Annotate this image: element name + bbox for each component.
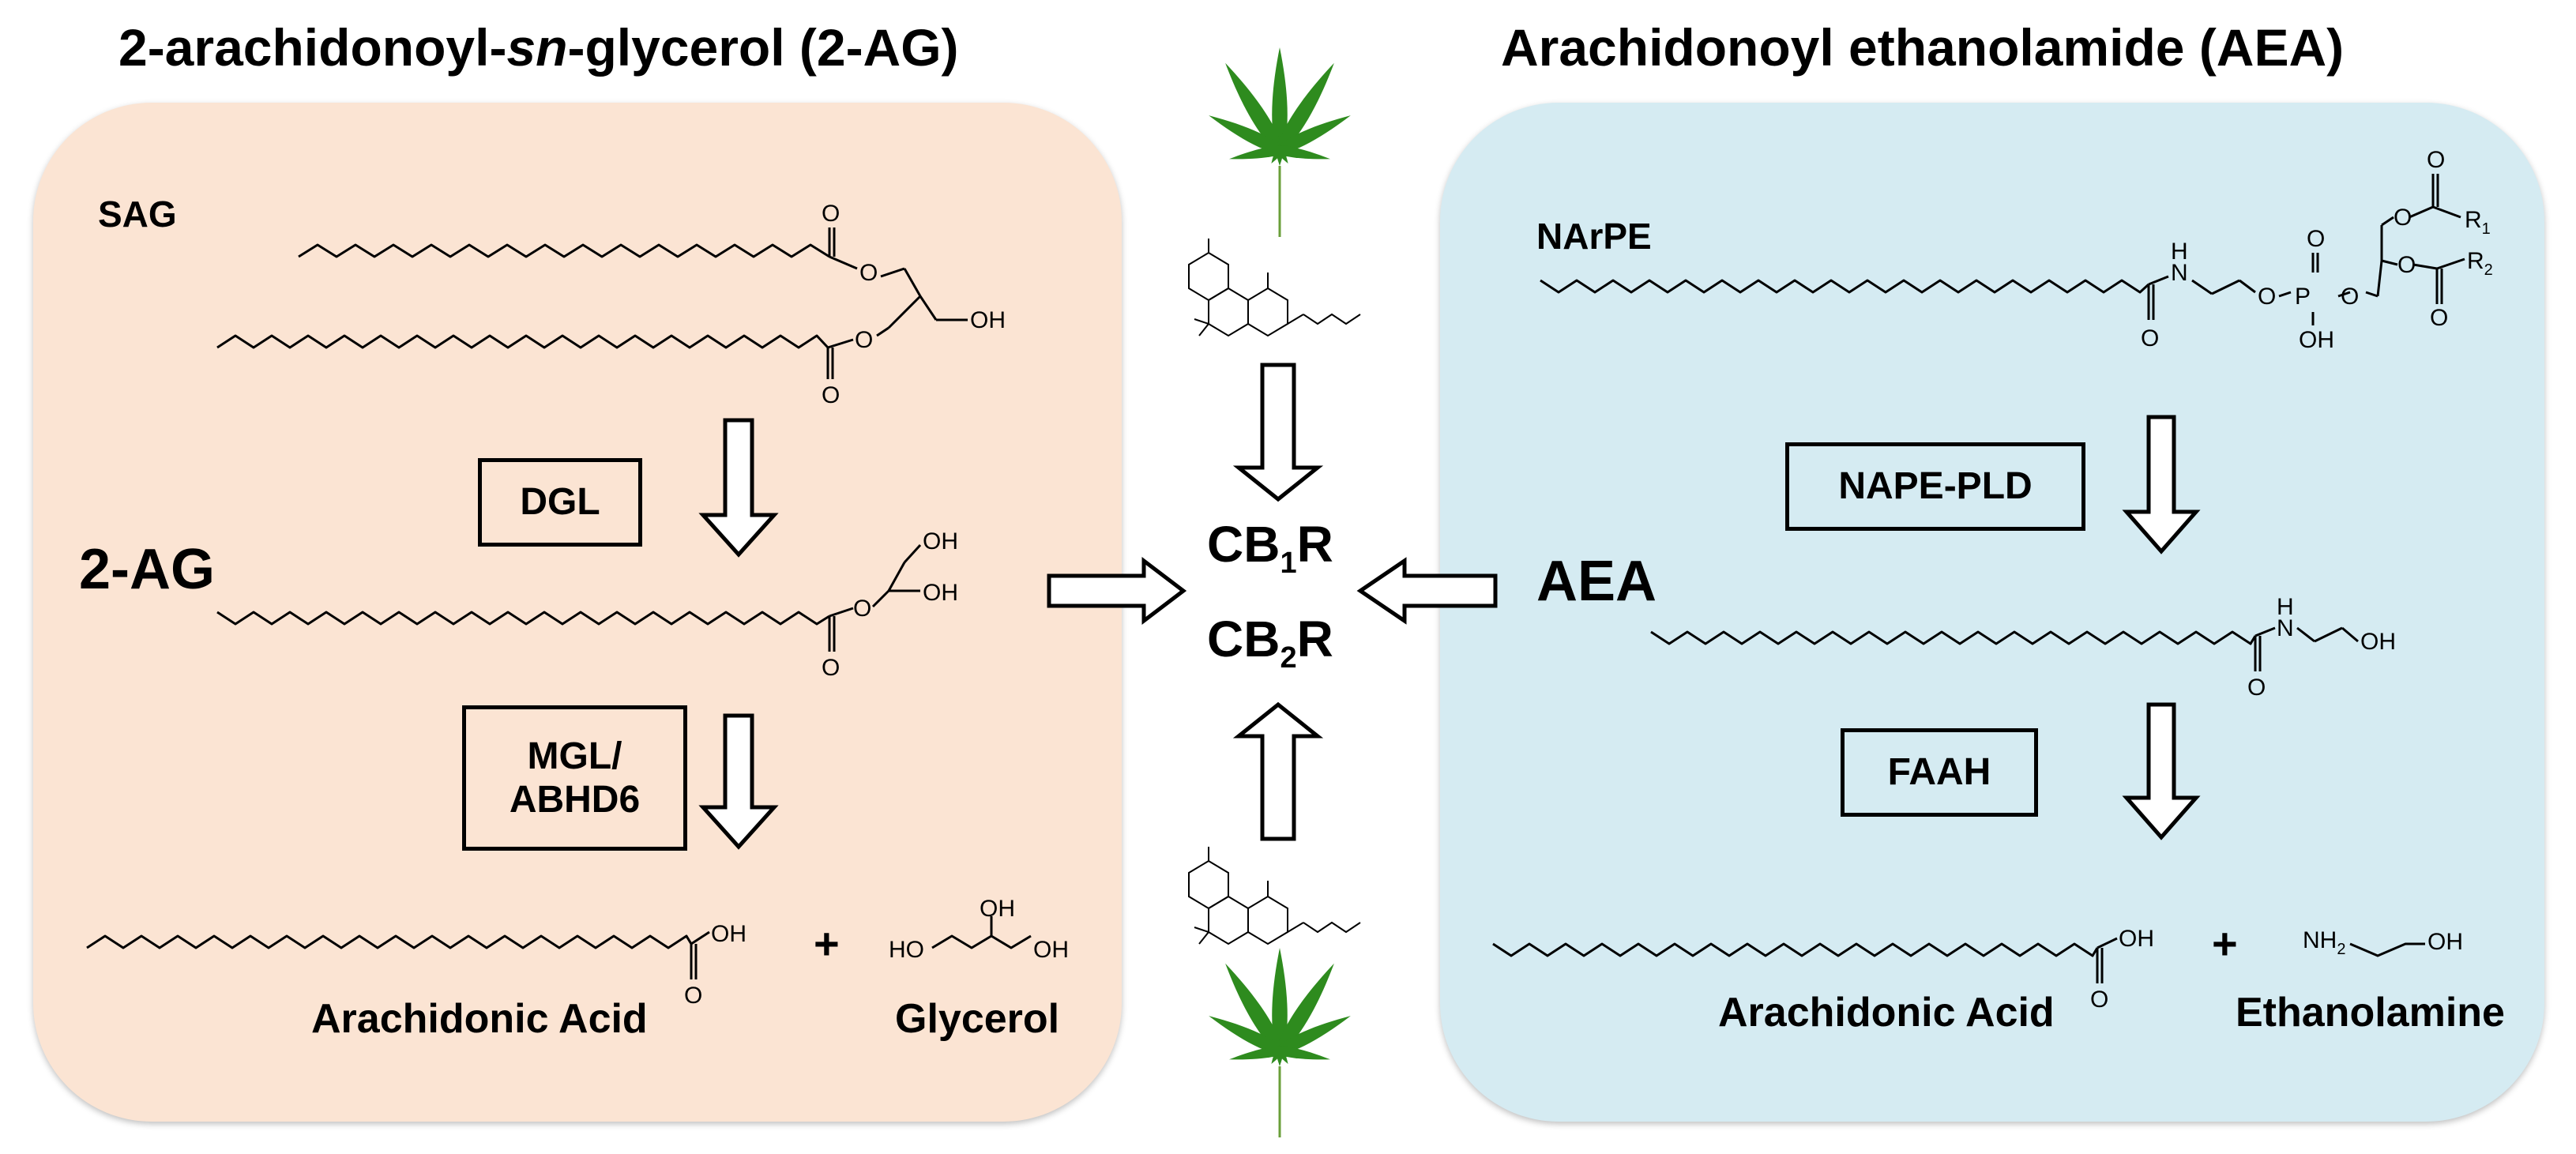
sag-arachidonoyl-chain <box>216 334 829 349</box>
title-2ag-suffix: -glycerol (2-AG) <box>567 18 959 77</box>
oh-label: OH <box>2360 629 2396 655</box>
o-label: O <box>2307 226 2325 252</box>
cb2-sub: 2 <box>1280 641 1297 675</box>
o-label: O <box>2090 987 2108 1013</box>
o-label: O <box>2394 205 2412 231</box>
r1-letter: R <box>2465 207 2482 233</box>
oh-label: OH <box>2119 926 2154 952</box>
nape-pld-label: NAPE-PLD <box>1838 465 2033 508</box>
n-label: N <box>2277 615 2294 641</box>
sag-label: SAG <box>98 194 177 235</box>
cb2-suffix: R <box>1296 611 1333 667</box>
o-label: O <box>2258 284 2276 310</box>
glycerol-label: Glycerol <box>895 996 1060 1042</box>
r1-sub: 1 <box>2482 220 2491 238</box>
2ag-chain <box>216 611 830 626</box>
faah-label: FAAH <box>1887 751 1991 794</box>
oh-label: OH <box>970 307 1006 333</box>
cb1-prefix: CB <box>1207 516 1280 573</box>
cannabis-leaf-icon-bottom <box>1204 946 1356 1139</box>
o-label: O <box>855 327 873 353</box>
dgl-enzyme-box: DGL <box>478 458 642 547</box>
oh-label: OH <box>2427 929 2463 955</box>
h-label: H <box>2277 594 2294 620</box>
nh2-sub: 2 <box>2337 941 2345 958</box>
narpe-chain <box>1540 279 2150 294</box>
nh2-letters: NH <box>2303 927 2337 953</box>
oh-label: OH <box>923 580 958 606</box>
title-2ag-prefix: 2-arachidonoyl- <box>118 18 507 77</box>
ethanolamine-label: Ethanolamine <box>2236 990 2505 1036</box>
right-arrow-icon-2ag <box>1047 556 1187 626</box>
sag-stearoyl-chain <box>298 243 830 258</box>
o-label: O <box>822 655 840 681</box>
n-label: N <box>2171 260 2188 286</box>
o-label: O <box>2430 305 2448 331</box>
aea-chain <box>1650 630 2257 645</box>
faah-enzyme-box: FAAH <box>1841 728 2038 817</box>
cb2r-label: CB2R <box>1207 610 1333 675</box>
up-arrow-icon-thc <box>1232 701 1324 841</box>
oh-label: OH <box>980 896 1015 922</box>
oh-label: OH <box>2299 327 2334 353</box>
heteroatom-labels: O O OH O O OH OH O O OH O HO OH OH N H O… <box>684 147 2493 1013</box>
title-2ag: 2-arachidonoyl-sn-glycerol (2-AG) <box>118 17 959 77</box>
title-aea: Arachidonoyl ethanolamide (AEA) <box>1501 18 2345 77</box>
oh-label: OH <box>1033 937 1069 963</box>
cb1r-label: CB1R <box>1207 515 1333 581</box>
cb2-prefix: CB <box>1207 611 1280 667</box>
narpe-label: NArPE <box>1536 216 1652 257</box>
down-arrow-icon-faah <box>2122 702 2201 840</box>
ethanolamine-structure <box>2349 942 2425 957</box>
2ag-pathway-panel <box>33 103 1122 1122</box>
r2-letter: R <box>2467 248 2484 274</box>
arachidonic-acid-left-label: Arachidonic Acid <box>311 996 648 1042</box>
down-arrow-icon-nape <box>2122 415 2201 554</box>
aea-label: AEA <box>1536 550 1657 613</box>
o-label: O <box>2341 284 2359 310</box>
cannabis-leaf-icon-top <box>1204 46 1356 239</box>
thc-molecule-icon-bottom <box>1188 846 1361 945</box>
r1-label: R1 <box>2465 207 2491 238</box>
plus-right: + <box>2212 919 2238 968</box>
left-arrow-icon-aea <box>1356 557 1498 625</box>
o-label: O <box>859 260 878 286</box>
o-label: O <box>822 201 840 227</box>
p-label: P <box>2295 284 2311 310</box>
glycerol-structure <box>931 934 1032 949</box>
o-label: O <box>822 382 840 408</box>
2ag-label: 2-AG <box>79 538 216 601</box>
ho-label: HO <box>889 937 924 963</box>
arachidonic-acid-right-structure <box>1492 942 2099 957</box>
o-label: O <box>2247 675 2266 701</box>
oh-label: OH <box>923 528 958 554</box>
r2-label: R2 <box>2467 248 2493 279</box>
down-arrow-icon-dgl <box>698 418 779 558</box>
thc-molecule-icon-top <box>1188 238 1361 336</box>
down-arrow-icon-mgl <box>698 713 779 850</box>
cb1-sub: 1 <box>1280 546 1297 580</box>
o-label: O <box>2141 325 2159 351</box>
o-label: O <box>2427 147 2445 173</box>
arachidonic-acid-right-label: Arachidonic Acid <box>1718 990 2055 1036</box>
dgl-enzyme-label: DGL <box>520 481 600 524</box>
nh2-label: NH2 <box>2303 927 2345 958</box>
plus-left: + <box>814 919 840 968</box>
abhd6-label: ABHD6 <box>509 779 641 821</box>
nape-pld-enzyme-box: NAPE-PLD <box>1785 442 2085 531</box>
r2-sub: 2 <box>2484 261 2493 279</box>
oh-label: OH <box>711 921 746 947</box>
o-label: O <box>853 596 871 622</box>
o-label: O <box>2397 252 2416 278</box>
o-label: O <box>684 983 702 1009</box>
mgl-abhd6-enzyme-box: MGL/ABHD6 <box>462 705 687 851</box>
down-arrow-icon-thc <box>1232 363 1324 502</box>
title-2ag-italic: sn <box>506 18 568 77</box>
h-label: H <box>2171 239 2188 265</box>
mgl-label: MGL/ <box>527 735 622 777</box>
cb1-suffix: R <box>1296 516 1333 573</box>
arachidonic-acid-left-structure <box>86 934 693 949</box>
